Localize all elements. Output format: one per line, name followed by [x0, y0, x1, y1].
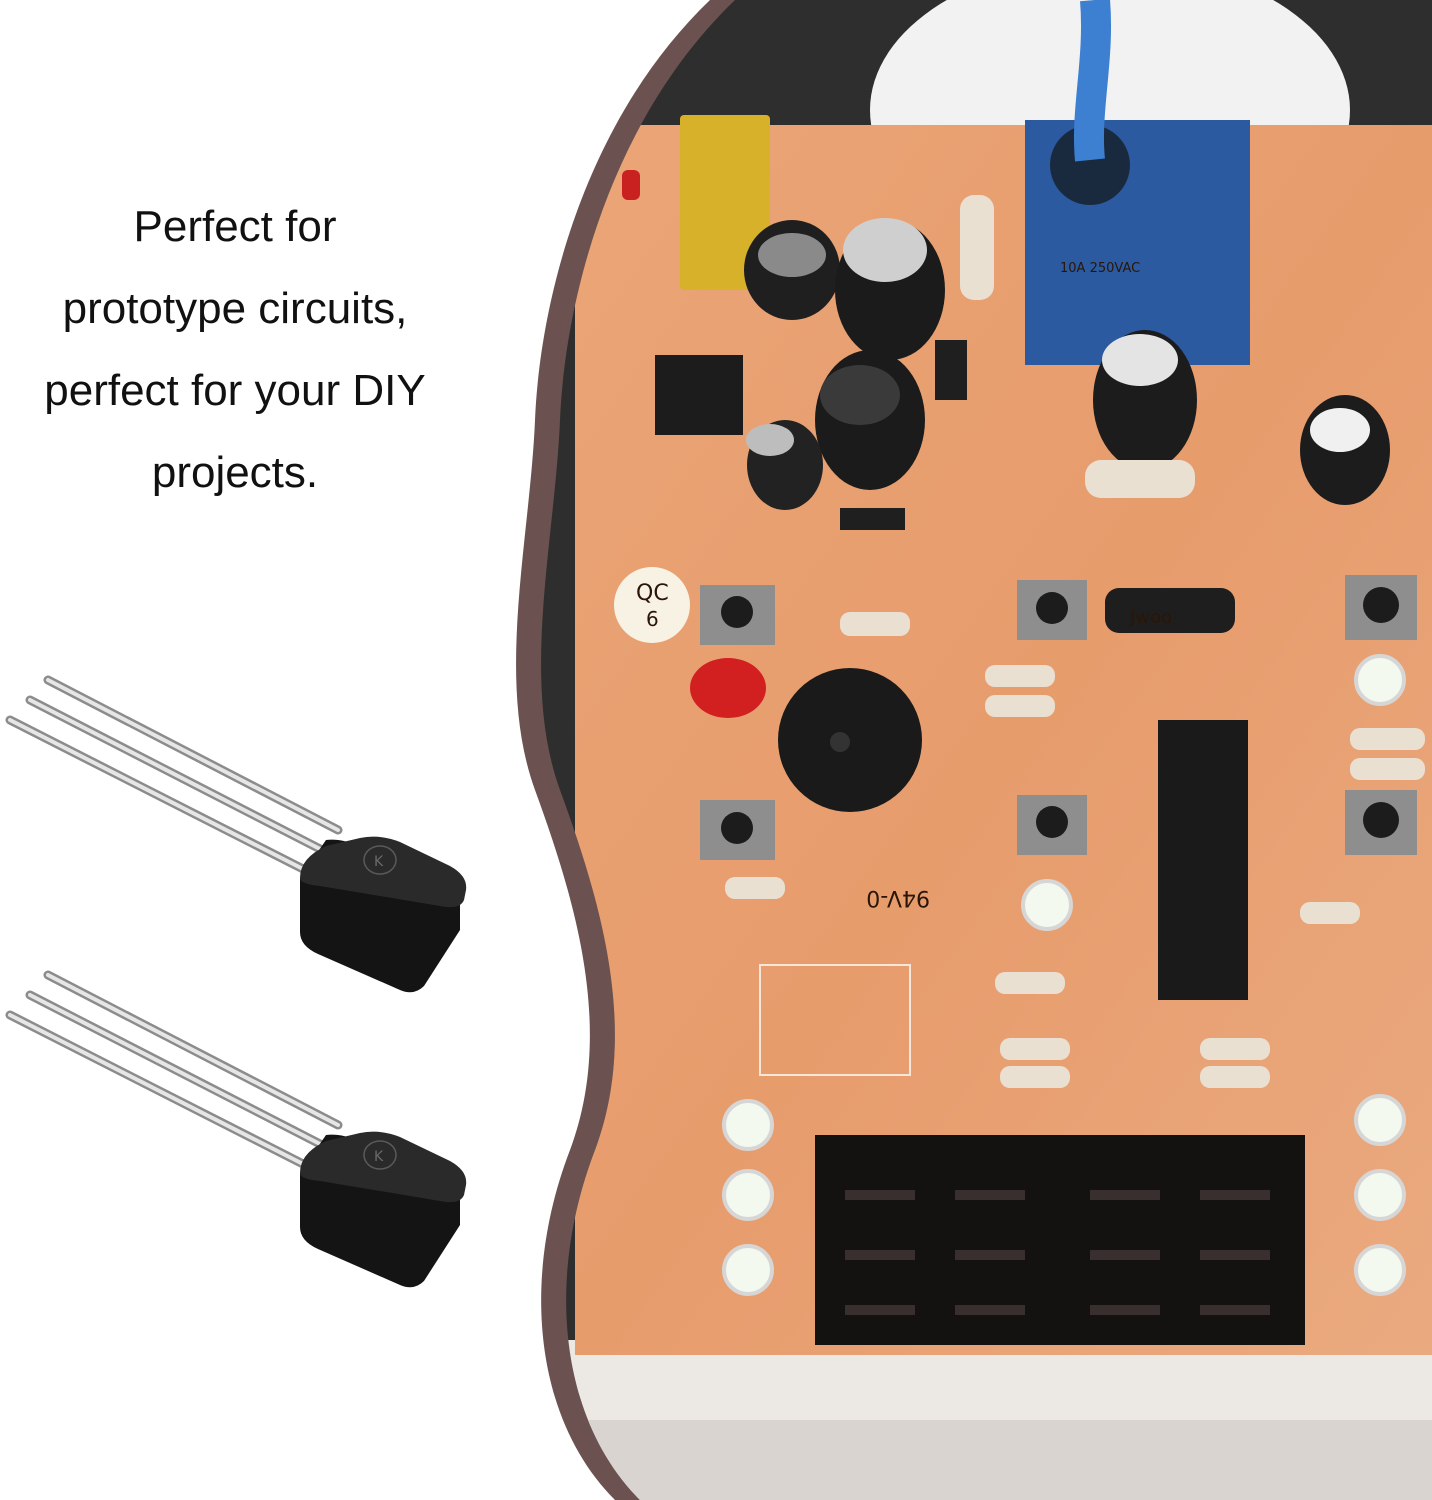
- qc-sticker: [614, 567, 690, 643]
- svg-text:K: K: [374, 1149, 384, 1165]
- caption-line-2: prototype circuits,: [62, 284, 408, 333]
- caption-line-4: projects.: [151, 448, 319, 497]
- qc-sticker-top: QC: [636, 581, 669, 606]
- to92-transistor-icon: K: [5, 970, 467, 1288]
- caption: Perfect for prototype circuits, perfect …: [0, 186, 470, 514]
- pcb-rating: 94V-0: [866, 885, 930, 910]
- to92-transistor-icon: K: [5, 675, 467, 993]
- relay-label: 10A 250VAC: [1060, 261, 1140, 276]
- svg-text:K: K: [374, 854, 384, 870]
- ic-chip: [1158, 720, 1248, 1000]
- caption-line-1: Perfect for: [133, 202, 337, 251]
- capacitor-label: Jwoo: [1129, 607, 1172, 628]
- qc-sticker-bottom: 6: [646, 607, 659, 631]
- caption-line-3: perfect for your DIY: [44, 366, 426, 415]
